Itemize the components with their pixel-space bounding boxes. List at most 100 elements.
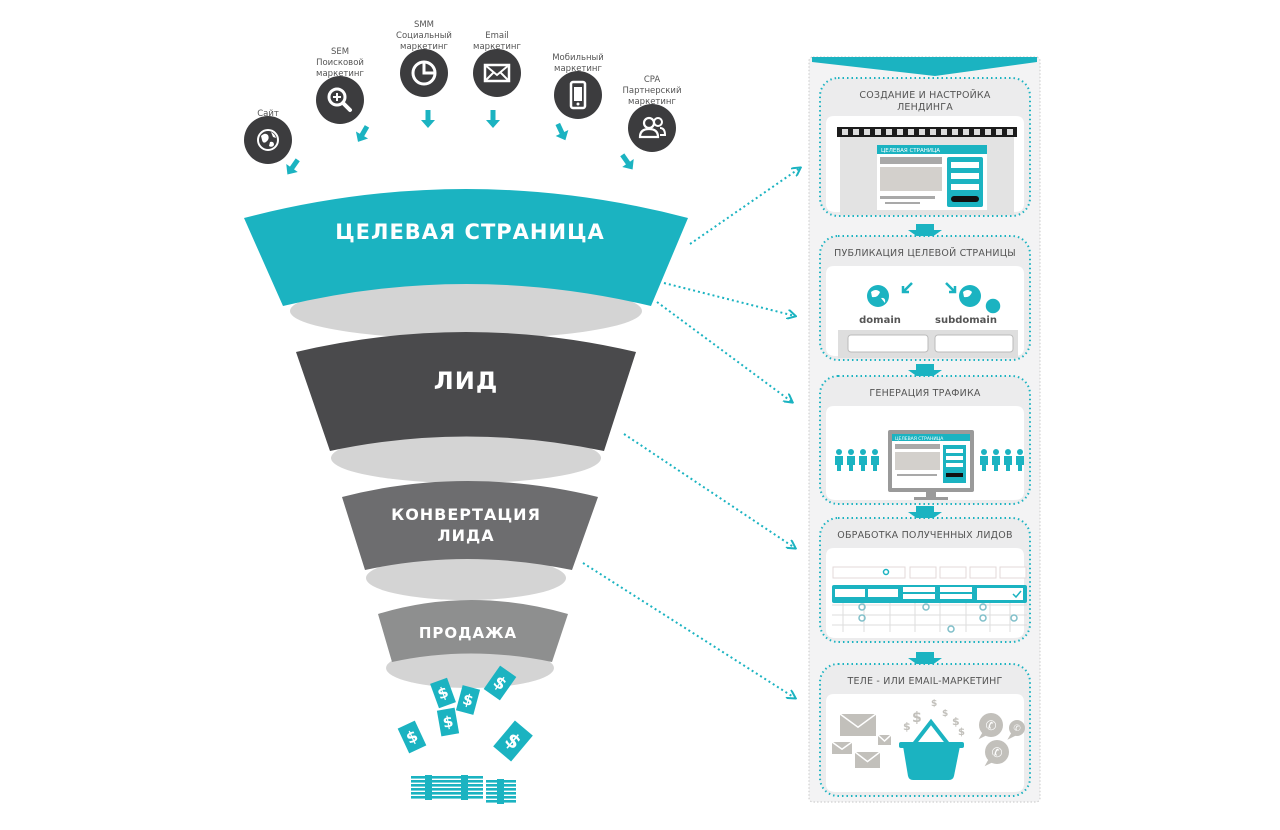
toolbar-icon — [897, 129, 903, 135]
funnel-stage-lead-conversion: КОНВЕРТАЦИЯ ЛИДА — [342, 481, 598, 600]
magnifier-plus-icon — [327, 87, 352, 112]
toolbar-icon — [963, 129, 969, 135]
label: Сайт — [257, 109, 279, 119]
globe-icon — [867, 285, 889, 307]
connector-arrow — [623, 433, 795, 548]
step-illustration: ЦЕЛЕВАЯ СТРАНИЦА — [835, 430, 1024, 500]
editor-toolbar — [837, 127, 1017, 137]
search-field[interactable] — [832, 566, 906, 579]
label: CPA — [644, 75, 661, 85]
down-arrow-icon — [486, 110, 500, 128]
check-icon — [1012, 590, 1022, 599]
subdomain-label: subdomain — [935, 315, 997, 326]
dollar-bill-icon: $ — [493, 720, 533, 762]
subdomain-input[interactable] — [934, 334, 1014, 353]
filter-cell[interactable] — [969, 566, 997, 579]
down-arrow-icon — [620, 153, 634, 170]
toolbar-icon — [864, 129, 870, 135]
shopping-basket-icon — [899, 718, 964, 780]
radio-icon[interactable] — [1010, 614, 1018, 622]
label: ТЕЛЕ - ИЛИ EMAIL-МАРКЕТИНГ — [846, 676, 1002, 687]
dollar-icon: $ — [903, 720, 911, 733]
connectors — [582, 168, 800, 698]
dollar-icon: $ — [942, 709, 948, 719]
label: SMM — [414, 20, 434, 30]
label: Поисковой — [316, 58, 364, 68]
label: маркетинг — [316, 69, 364, 79]
funnel-stage-lead: ЛИД — [296, 332, 636, 483]
dollar-bill-icon: $ — [397, 720, 427, 754]
toolbar-icon — [941, 129, 947, 135]
toolbar-icon — [1007, 129, 1013, 135]
person-icon — [992, 449, 1000, 471]
label: Email — [485, 31, 509, 41]
globe-icon — [984, 297, 1002, 315]
phone-bubble-icon: ✆ — [1007, 720, 1025, 740]
mockup-header — [877, 145, 987, 154]
radio-icon[interactable] — [979, 603, 987, 611]
toolbar-icon — [919, 129, 925, 135]
step-tele-email: ТЕЛЕ - ИЛИ EMAIL-МАРКЕТИНГ$$$$$$✆✆✆ — [819, 652, 1031, 797]
money-stack-icon — [447, 775, 483, 800]
dollar-bill-icon: $ — [483, 665, 517, 701]
label: СОЗДАНИЕ И НАСТРОЙКА — [859, 89, 990, 101]
funnel-band — [296, 332, 636, 451]
money-output: $$$$$$ — [397, 665, 533, 804]
phone-bubble-icon: ✆ — [984, 740, 1009, 767]
filter-cell[interactable] — [939, 566, 967, 579]
svg-text:✆: ✆ — [991, 746, 1002, 761]
mockup-header-text: ЦЕЛЕВАЯ СТРАНИЦА — [895, 436, 944, 442]
funnel-stage-label: ЦЕЛЕВАЯ СТРАНИЦА — [335, 220, 605, 244]
source-icon-circle — [473, 49, 521, 97]
dollar-icon: $ — [958, 727, 965, 738]
radio-icon[interactable] — [947, 625, 955, 633]
pie-chart-icon — [411, 60, 437, 86]
person-icon — [859, 449, 867, 471]
label: маркетинг — [473, 42, 521, 52]
step-illustration: $$$$$$✆✆✆ — [831, 699, 1025, 780]
person-icon — [980, 449, 988, 471]
step-publish: ПУБЛИКАЦИЯ ЦЕЛЕВОЙ СТРАНИЦЫ domain subdoma… — [819, 224, 1031, 361]
source-icon-circle — [244, 116, 292, 164]
funnel-stage-landing-page: ЦЕЛЕВАЯ СТРАНИЦА — [244, 189, 688, 339]
users-icon — [638, 116, 667, 139]
label: SEM — [331, 47, 349, 57]
step-illustration — [832, 566, 1027, 633]
toolbar-icon — [842, 129, 848, 135]
step-illustration: ЦЕЛЕВАЯ СТРАНИЦА — [837, 127, 1017, 215]
globe-icon — [257, 129, 279, 151]
connector-arrow — [689, 168, 800, 245]
svg-text:✆: ✆ — [1013, 724, 1020, 734]
radio-icon[interactable] — [858, 603, 866, 611]
filter-cell[interactable] — [909, 566, 937, 579]
step-down-arrow-icon — [908, 224, 942, 242]
phone-bubble-icon: ✆ — [978, 713, 1003, 740]
filter-cell[interactable] — [999, 566, 1027, 579]
label: ПУБЛИКАЦИЯ ЦЕЛЕВОЙ СТРАНИЦЫ — [834, 247, 1016, 259]
funnel-stage-sale: ПРОДАЖА — [378, 600, 568, 688]
svg-text:$: $ — [461, 690, 476, 710]
toolbar-icon — [985, 129, 991, 135]
toolbar-icon — [996, 129, 1002, 135]
radio-icon[interactable] — [858, 614, 866, 622]
money-stack-icon — [486, 779, 516, 804]
domain-input[interactable] — [847, 334, 929, 353]
funnel-stage-label: ПРОДАЖА — [419, 624, 517, 642]
radio-icon[interactable] — [979, 614, 987, 622]
envelope-icon — [839, 713, 877, 736]
funnel-stage-label: ЛИД — [434, 367, 498, 395]
source-icon-circle — [316, 76, 364, 124]
domain-label: domain — [859, 315, 901, 326]
step-illustration: domain subdomain — [838, 282, 1018, 358]
radio-icon[interactable] — [922, 603, 930, 611]
funnel-stage-label: КОНВЕРТАЦИЯ — [391, 505, 541, 524]
funnel-stage-label: ЛИДА — [437, 526, 494, 545]
person-icon — [871, 449, 879, 471]
